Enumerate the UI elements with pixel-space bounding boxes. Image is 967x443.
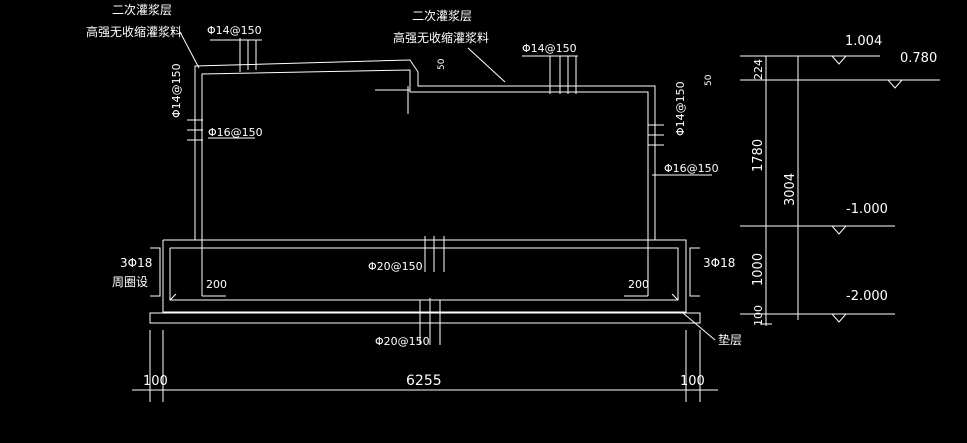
dim-1000: 1000 <box>751 253 766 286</box>
rebar-top-left-label: Φ14@150 <box>207 24 262 37</box>
level-top: 1.004 <box>845 34 882 49</box>
ring-left-line2: 周圈设 <box>112 275 148 289</box>
bottom-dimensions: 100 6255 100 <box>132 330 718 402</box>
rebar-top-mid-label: Φ14@150 <box>522 42 577 55</box>
dim-1780: 1780 <box>751 139 766 172</box>
small-top-right-50: 50 <box>704 74 714 86</box>
small-top-left-50: 50 <box>437 58 447 70</box>
level-bottom: -2.000 <box>846 289 888 304</box>
rebar-right-vertical-label: Φ14@150 <box>674 81 687 136</box>
bedding-layer-label: 垫层 <box>718 332 742 347</box>
rebar-slab-mid-label: Φ20@150 <box>368 260 423 273</box>
level-markers: 1.004 0.780 -1.000 -2.000 <box>740 34 940 323</box>
dim-bottom-right-100: 100 <box>680 374 705 389</box>
level-mid: -1.000 <box>846 202 888 217</box>
grout-left-line1: 二次灌浆层 <box>112 2 172 17</box>
inner-left-200: 200 <box>206 278 227 291</box>
level-top-right: 0.780 <box>900 51 937 66</box>
inner-right-200: 200 <box>628 278 649 291</box>
ring-left-line1: 3Φ18 <box>120 256 152 270</box>
dim-right-100: 100 <box>752 305 765 326</box>
dim-3004: 3004 <box>783 173 798 206</box>
grout-left-line2: 高强无收缩灌浆料 <box>86 24 182 39</box>
rebar-left-wall-label: Φ16@150 <box>208 126 263 139</box>
right-dimensions: 224 1780 3004 1000 100 <box>751 55 804 326</box>
dim-bottom-left-100: 100 <box>143 374 168 389</box>
rebar-base-label: Φ20@150 <box>375 335 430 348</box>
grout-mid-line2: 高强无收缩灌浆料 <box>393 30 489 45</box>
rebar-left-vertical-label: Φ14@150 <box>170 63 183 118</box>
structure-outline <box>149 59 701 324</box>
dim-6255: 6255 <box>406 373 442 389</box>
rebar-right-wall-label: Φ16@150 <box>664 162 719 175</box>
annotations: 二次灌浆层 高强无收缩灌浆料 二次灌浆层 高强无收缩灌浆料 Φ14@150 Φ1… <box>86 2 742 348</box>
dim-224: 224 <box>752 59 765 80</box>
rebar-ticks <box>150 31 716 345</box>
ring-right-label: 3Φ18 <box>703 256 735 270</box>
grout-mid-line1: 二次灌浆层 <box>412 8 472 23</box>
